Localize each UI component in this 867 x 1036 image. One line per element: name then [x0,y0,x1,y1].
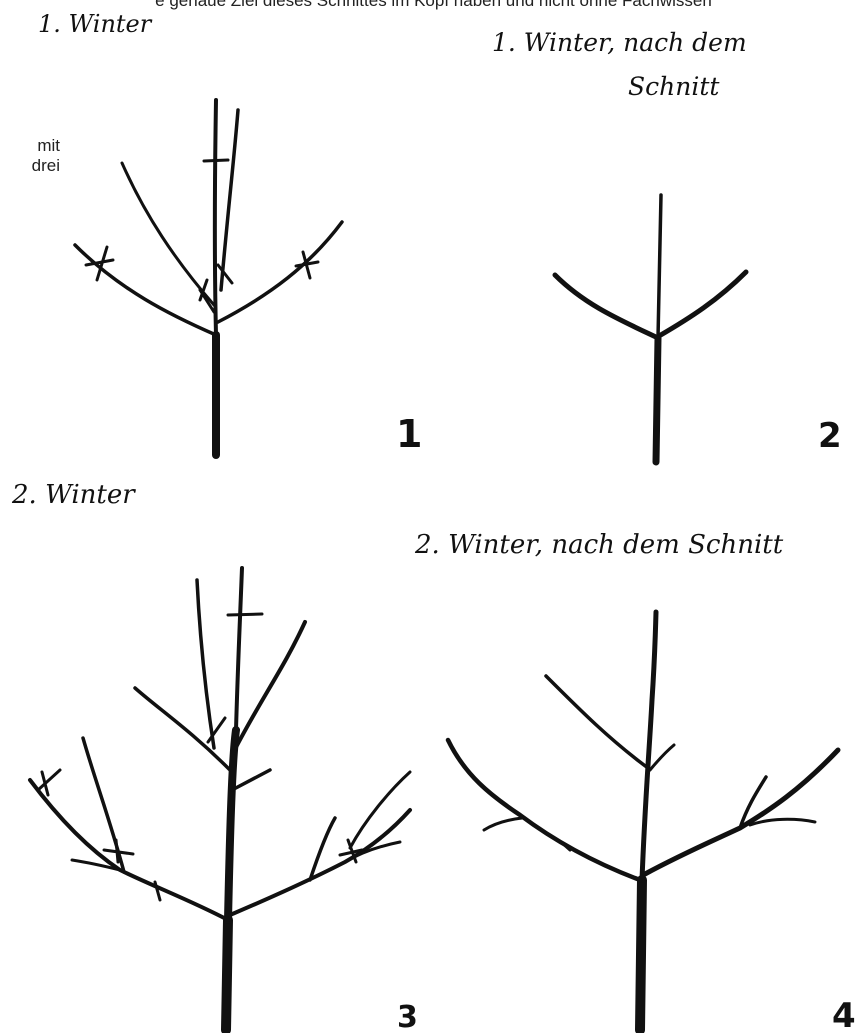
tree1-cut-mark-mid [218,265,232,283]
tree3-left-main-branch [30,780,228,920]
tree4-right-short [750,819,815,825]
tree3-trunk-upper [228,730,236,920]
tree3-small-spur [155,882,160,900]
tree3-side-shoot [232,770,270,790]
tree4-trunk [640,880,642,1030]
tree3-cut-mark-left [38,770,60,795]
tree1-competitor [221,110,238,290]
tree3-upper-right-branch [232,622,305,755]
tree4-right-main-branch [645,750,838,874]
tree1-leader [215,100,216,335]
tree2-trunk [656,338,658,462]
tree4-side-shoot [650,745,674,770]
tree1-left-branch [75,245,216,335]
tree3-right-main-branch [230,810,410,915]
tree2-left-branch [555,275,658,338]
tree3-cut-mark-left-low [104,840,133,862]
tree-4-winter2-pruned [448,612,838,1030]
tree4-upper-left-branch [546,676,648,768]
tree3-competitor [197,580,214,748]
tree1-cut-mark-top [204,160,228,161]
tree3-cut-mark-top [228,614,262,615]
tree3-trunk [226,920,228,1030]
tree-1-winter1 [75,100,342,455]
tree2-right-branch [659,272,746,336]
tree3-leader [236,568,242,730]
tree4-leader [642,612,656,880]
tree4-left-main-branch [448,740,640,880]
tree1-right-branch [218,222,342,322]
tree1-upper-left-branch [122,163,214,305]
tree-2-winter1-pruned [555,195,746,462]
tree4-left-short [484,818,522,830]
tree-3-winter2 [30,568,410,1030]
tree2-leader [658,195,661,338]
